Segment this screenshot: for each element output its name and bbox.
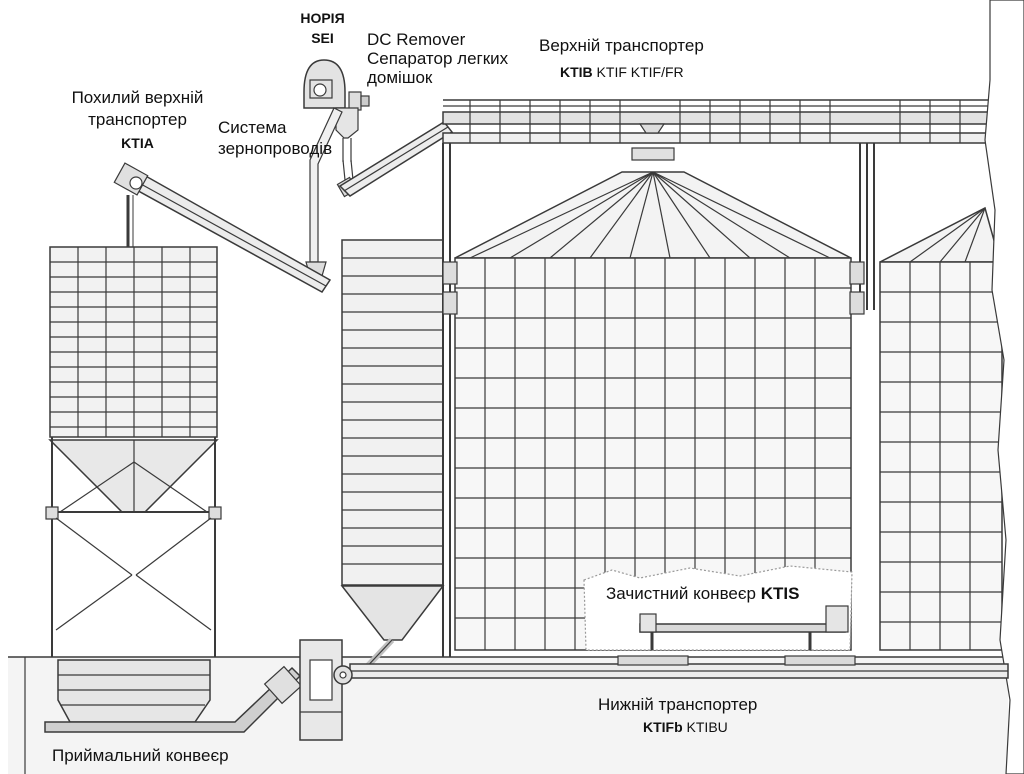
bottom-conveyor-code-alt: KTIBU: [682, 719, 728, 735]
bottom-conveyor-code-main: KTIFb: [643, 719, 683, 735]
top-conveyor-code-alt: KTIF KTIF/FR: [592, 64, 684, 80]
bottom-conveyor-codes: KTIFb KTIBU: [643, 719, 728, 736]
remover-desc-1: Сепаратор легких: [367, 49, 509, 68]
incline-conveyor-line-1: Похилий верхній: [71, 88, 204, 107]
elevator-title: НОРІЯ: [300, 10, 345, 26]
sweep-conveyor-label: Зачистний конвеєр KTIS: [606, 584, 799, 604]
bottom-conveyor-name: Нижній транспортер: [598, 695, 758, 714]
sweep-conveyor-name: Зачистний конвеєр: [606, 584, 761, 603]
top-conveyor-code-main: KTIB: [560, 64, 593, 80]
inclined-conveyor: [113, 162, 332, 293]
top-conveyor-codes: KTIB KTIF KTIF/FR: [560, 64, 684, 81]
top-conveyor-gantry: [442, 99, 989, 657]
intake-conveyor-name: Приймальний конвеєр: [52, 746, 229, 765]
intake-conveyor: [44, 659, 303, 733]
remover-desc-2: домішок: [367, 68, 433, 87]
top-conveyor-name: Верхній транспортер: [539, 36, 704, 55]
hopper-silo: [45, 246, 222, 657]
bucket-elevator: [299, 59, 370, 741]
torn-edge: [984, 0, 1024, 774]
incline-conveyor-line-2: транспортер: [88, 110, 187, 129]
sweep-conveyor-area: [583, 565, 853, 651]
elevator-code: SEI: [311, 30, 334, 46]
hopper-bin: [340, 239, 445, 675]
hopper-silo-grid: [50, 247, 217, 437]
bottom-conveyor: [333, 655, 1009, 685]
pipe-system-line-2: зернопроводів: [218, 139, 333, 158]
incline-conveyor-code: KTIA: [121, 135, 154, 151]
hopper-bin-lines: [342, 257, 443, 565]
pipe-system-line-1: Система: [218, 118, 287, 137]
remover-name: DC Remover: [367, 30, 466, 49]
main-silo-roof-ribs: [469, 171, 831, 259]
second-silo: [879, 206, 1003, 651]
gantry-railing: [469, 100, 961, 143]
sweep-conveyor-code: KTIS: [760, 584, 800, 603]
upper-feed-conveyor: [338, 121, 454, 197]
